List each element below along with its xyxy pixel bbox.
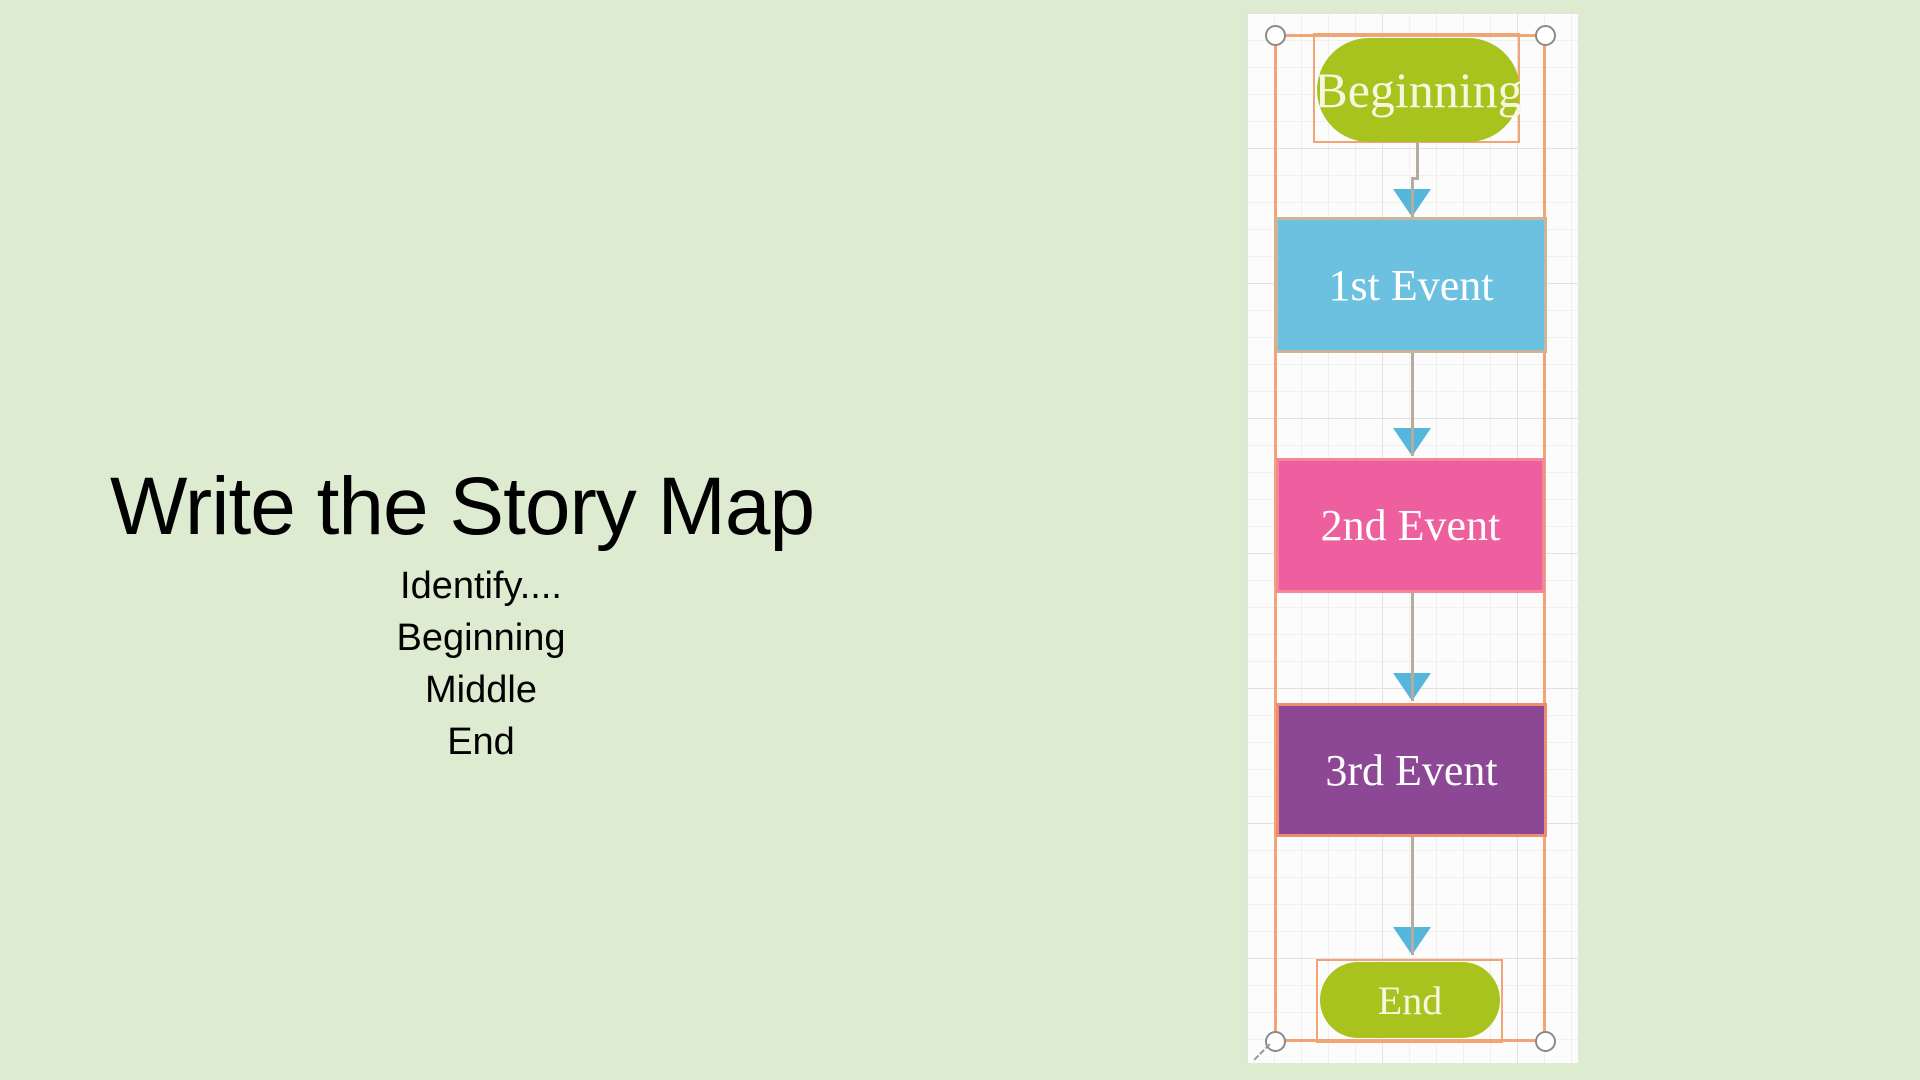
flowchart-node-end[interactable]: End: [1320, 962, 1500, 1038]
selection-handle-top-left[interactable]: [1265, 25, 1286, 46]
flowchart-node-3rd-event[interactable]: 3rd Event: [1276, 703, 1547, 837]
selection-handle-top-right[interactable]: [1535, 25, 1556, 46]
flowchart-node-1st-event[interactable]: 1st Event: [1275, 217, 1547, 353]
selection-rect-end: [1316, 959, 1503, 1043]
flowchart-node-beginning[interactable]: Beginning: [1314, 38, 1523, 142]
subtitle-line-beginning: Beginning: [396, 617, 566, 659]
selection-handle-bottom-right[interactable]: [1535, 1031, 1556, 1052]
rotate-handle-icon[interactable]: [1253, 1043, 1271, 1061]
slide-subtitle: Identify.... Beginning Middle End: [181, 560, 781, 768]
connector-beginning-event1[interactable]: [1416, 141, 1419, 180]
selection-frame-top: [1275, 34, 1545, 37]
selection-frame-left: [1274, 35, 1277, 1041]
selection-handle-bottom-left[interactable]: [1265, 1031, 1286, 1052]
subtitle-line-identify: Identify....: [400, 565, 562, 607]
connector-event3-end[interactable]: [1411, 836, 1414, 955]
connector-event1-event2[interactable]: [1411, 352, 1414, 456]
subtitle-line-middle: Middle: [425, 669, 537, 711]
subtitle-line-end: End: [447, 721, 515, 763]
connector-beginning-event1[interactable]: [1411, 177, 1414, 217]
selection-frame-bottom: [1275, 1039, 1545, 1042]
slide-title: Write the Story Map: [110, 461, 815, 552]
connector-event2-event3[interactable]: [1411, 592, 1414, 701]
connector-beginning-event1-jog: [1411, 177, 1419, 180]
flowchart-node-2nd-event[interactable]: 2nd Event: [1276, 458, 1545, 593]
diagram-canvas[interactable]: Beginning 1st Event 2nd Event 3rd Event …: [1247, 13, 1578, 1063]
